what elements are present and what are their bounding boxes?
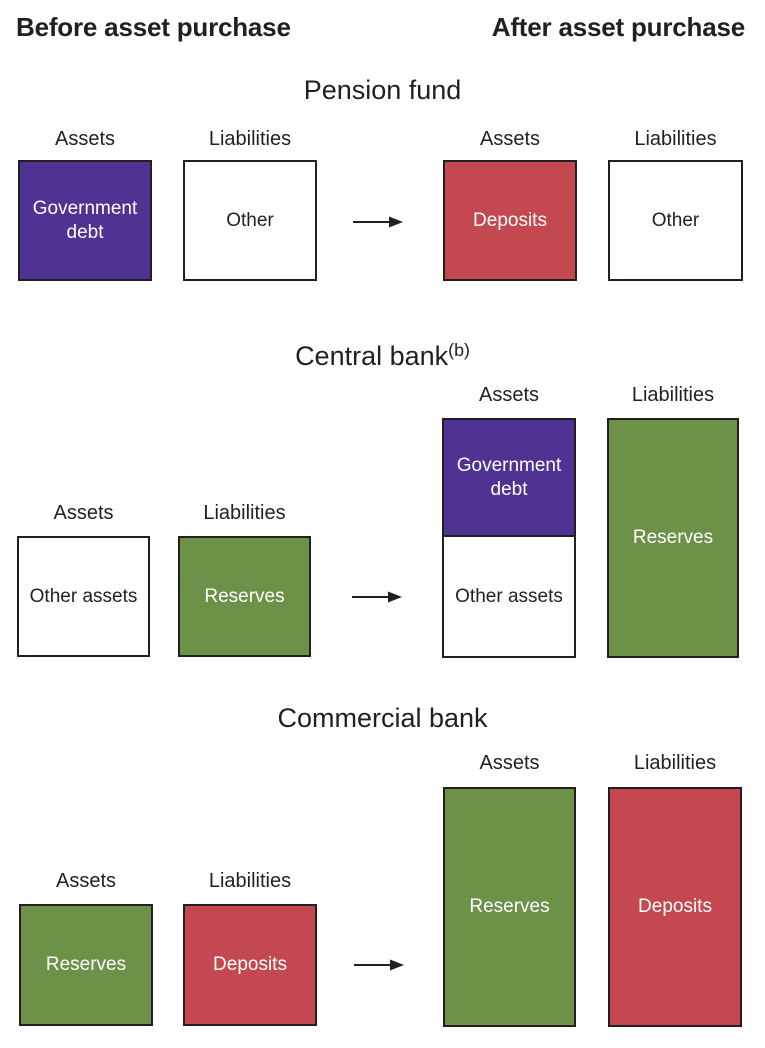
- section-title-text: Pension fund: [303, 75, 462, 105]
- arrow-icon: [352, 591, 402, 603]
- central-before-assets-box: Other assets: [17, 536, 150, 657]
- pension-before-liabilities-label: Liabilities: [208, 128, 292, 150]
- before-asset-purchase-header: Before asset purchase: [16, 12, 291, 42]
- arrow-icon: [354, 959, 404, 971]
- commercial-after-assets-label: Assets: [479, 752, 540, 774]
- central-after-liabilities-box: Reserves: [607, 418, 739, 658]
- central-before-assets-label: Assets: [53, 502, 114, 524]
- commercial-after-liabilities-box: Deposits: [608, 787, 742, 1027]
- pension-after-assets-box: Deposits: [443, 160, 577, 281]
- commercial-before-liabilities-box: Deposits: [183, 904, 317, 1026]
- section-title-pension-fund: Pension fund: [0, 74, 765, 106]
- commercial-after-liabilities-label: Liabilities: [633, 752, 717, 774]
- commercial-after-assets-box: Reserves: [443, 787, 576, 1027]
- pension-after-liabilities-label: Liabilities: [634, 128, 717, 150]
- central-after-liabilities-label: Liabilities: [631, 384, 715, 406]
- section-title-commercial-bank: Commercial bank: [0, 702, 765, 734]
- section-title-text: Commercial bank: [277, 703, 488, 733]
- central-before-liabilities-label: Liabilities: [203, 502, 286, 524]
- central-after-assets-government-debt-segment: Government debt: [444, 420, 574, 537]
- central-after-assets-other-assets-segment: Other assets: [444, 537, 574, 656]
- pension-after-liabilities-box: Other: [608, 160, 743, 281]
- central-before-liabilities-box: Reserves: [178, 536, 311, 657]
- section-title-central-bank: Central bank(b): [0, 340, 765, 372]
- pension-after-assets-label: Assets: [479, 128, 541, 150]
- commercial-before-liabilities-label: Liabilities: [208, 870, 292, 892]
- pension-before-assets-label: Assets: [54, 128, 116, 150]
- arrow-icon: [353, 216, 403, 228]
- commercial-before-assets-label: Assets: [55, 870, 117, 892]
- central-after-assets-box: Government debt Other assets: [442, 418, 576, 658]
- section-title-suffix: (b): [448, 340, 470, 360]
- pension-before-liabilities-box: Other: [183, 160, 317, 281]
- pension-before-assets-box: Government debt: [18, 160, 152, 281]
- central-after-assets-label: Assets: [478, 384, 540, 406]
- section-title-text: Central bank: [295, 341, 449, 371]
- commercial-before-assets-box: Reserves: [19, 904, 153, 1026]
- after-asset-purchase-header: After asset purchase: [491, 12, 745, 42]
